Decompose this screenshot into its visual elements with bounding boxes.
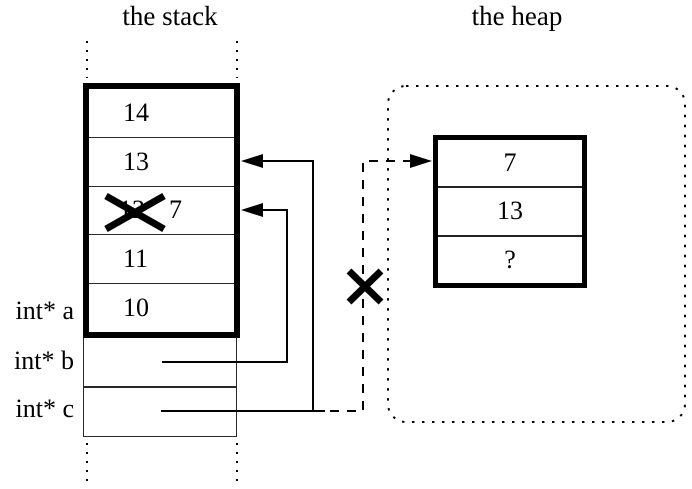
heap-cell-1: 13 — [438, 186, 582, 234]
stack-cell-value: 10 — [123, 293, 149, 323]
stack-frame-box: 14 13 12 7 11 10 — [83, 83, 240, 338]
pointer-cell-b — [84, 338, 236, 388]
stack-cell-10: 10 — [89, 283, 234, 332]
heap-block-box: 7 13 ? — [433, 135, 587, 288]
variable-label-c: int* c — [15, 394, 75, 423]
stack-cell-12-overwritten: 12 7 — [89, 185, 234, 235]
stack-cell-13: 13 — [89, 136, 234, 186]
stack-cell-11: 11 — [89, 234, 234, 283]
dangling-heap-pointer-dashed-arrow — [330, 154, 432, 412]
heap-title: the heap — [471, 1, 563, 31]
heap-cell-value: 7 — [503, 148, 517, 178]
stack-cell-old-value: 12 — [119, 195, 145, 225]
heap-cell-value: ? — [504, 244, 516, 274]
invalid-pointer-x-icon — [346, 268, 384, 305]
stack-cell-value: 11 — [123, 244, 149, 274]
heap-cell-value: 13 — [497, 196, 523, 226]
variable-label-a: int* a — [15, 296, 75, 325]
stack-cell-value: 13 — [123, 146, 149, 176]
stack-cell-14: 14 — [89, 89, 234, 137]
pointer-variable-cells — [83, 338, 237, 437]
stack-title: the stack — [122, 1, 218, 31]
stack-cell-new-value: 7 — [169, 195, 182, 225]
heap-cell-2: ? — [438, 234, 582, 283]
pointer-cell-c — [84, 388, 236, 437]
variable-label-b: int* b — [14, 346, 74, 375]
heap-cell-0: 7 — [438, 140, 582, 186]
stack-cell-value: 14 — [123, 97, 149, 127]
